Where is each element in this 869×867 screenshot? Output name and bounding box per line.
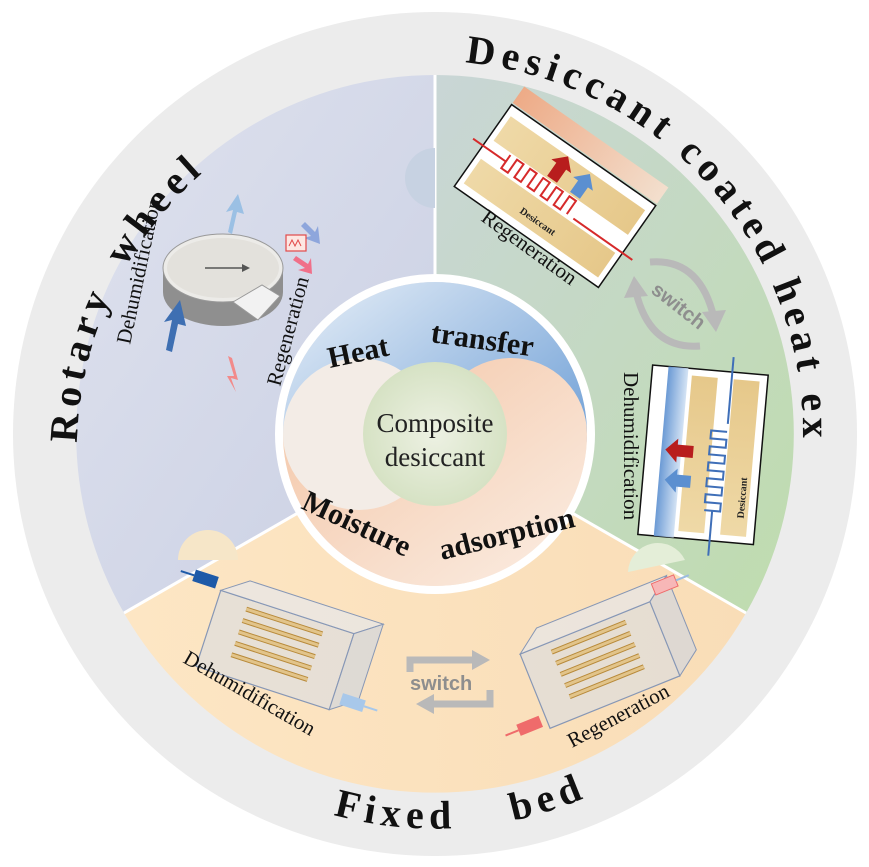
fixed-bed-icon [195,580,385,711]
core-label-line2: desiccant [385,442,486,472]
connector-tab-left [178,530,238,560]
fixed-bed-icon [518,574,697,730]
fixed-bed-dehumidification-unit [180,569,385,712]
center-hub: Heat transfer Moisture adsorption Compos… [275,274,595,594]
desiccant-label: Desiccant [736,476,751,519]
core-label-line1: Composite [376,408,493,438]
dche-dehumidification-exchanger: Desiccant [637,357,770,556]
dche-dehumidification-label: Dehumidification [619,372,643,521]
dche-regeneration-exchanger: Desiccant [453,86,669,289]
arrow-icon [164,300,186,352]
fixed-bed-switch-indicator: switch [406,650,494,714]
arrow-icon [293,256,312,274]
fixed-bed-switch-label: switch [410,673,472,695]
fixed-bed-regeneration-unit [505,574,697,737]
arrow-icon [227,356,238,392]
wheel-icon [162,233,284,326]
connector-tab-right [628,543,685,572]
connector-tab-top [405,148,435,208]
arrow-icon [226,194,244,234]
composite-desiccant-core [363,362,507,506]
heater-icon [285,234,307,252]
